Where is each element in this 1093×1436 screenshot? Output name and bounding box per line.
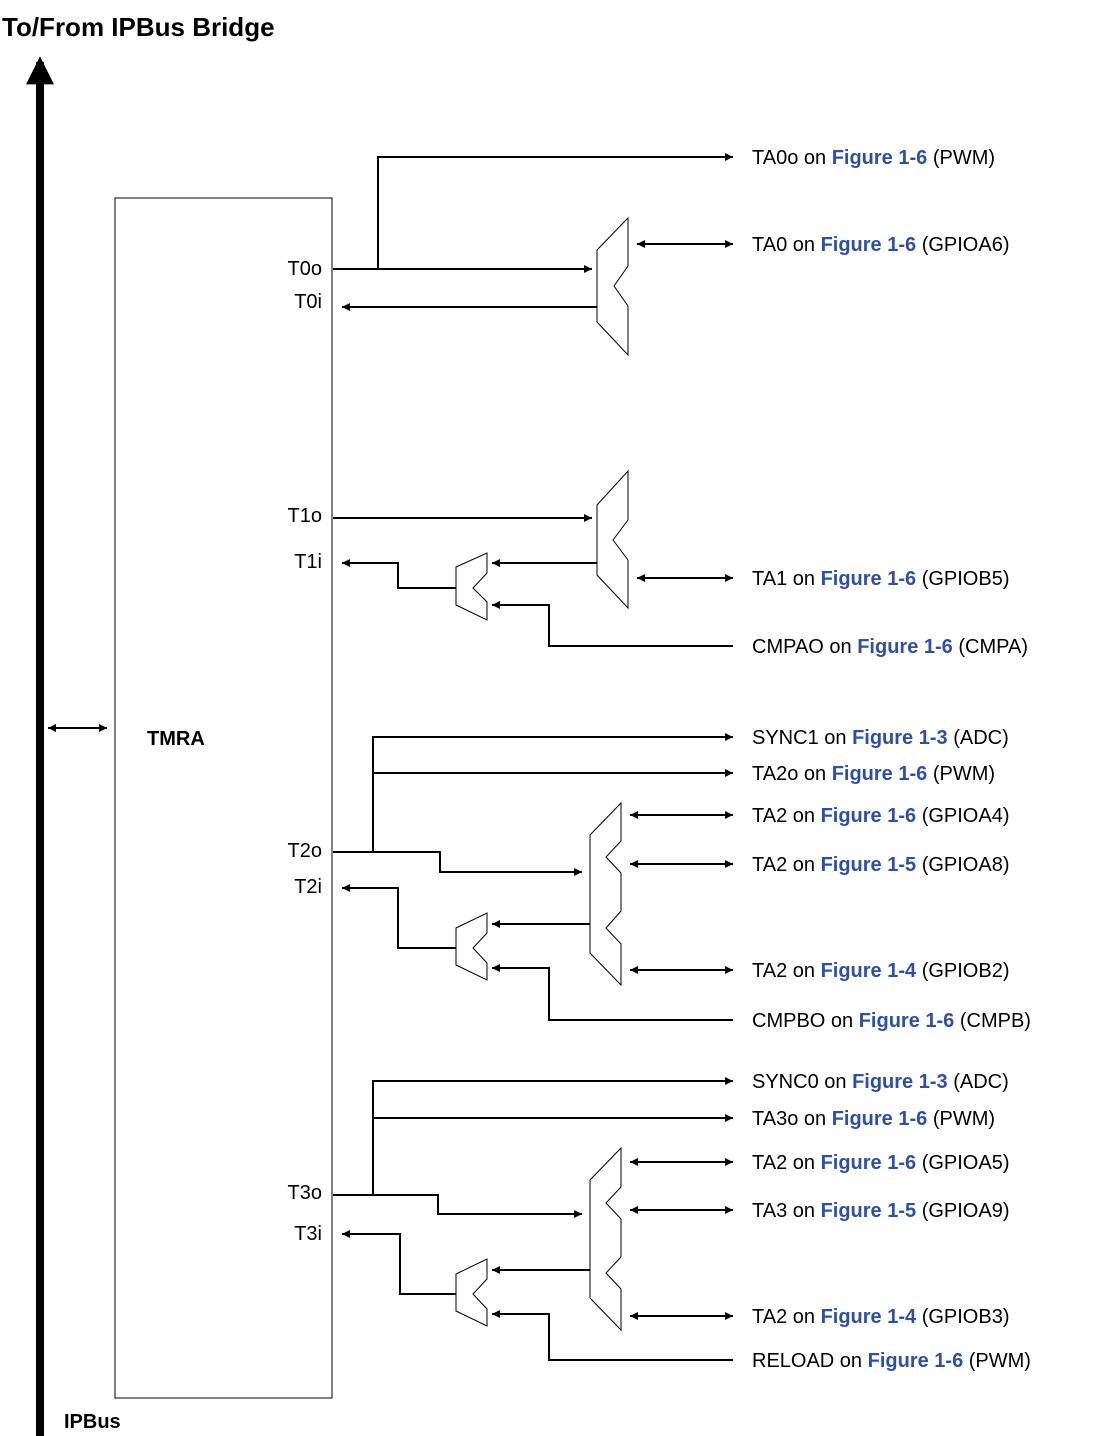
connection-label: TA3 on Figure 1-5 (GPIOA9) [752,1200,1010,1222]
connection-signal: TA2 on [752,854,821,876]
connection-signal: TA3o on [752,1108,832,1130]
connection-target: (GPIOA6) [916,234,1009,256]
connection-signal: TA2 on [752,1306,821,1328]
connection-target: (CMPB) [954,1010,1031,1032]
mux-t2-in [455,912,488,981]
connection-target: (GPIOA5) [916,1152,1009,1174]
connection-target: (GPIOA9) [916,1200,1009,1222]
connection-label: SYNC0 on Figure 1-3 (ADC) [752,1071,1009,1093]
connection-signal: CMPBO on [752,1010,859,1032]
timer3-wiring [333,1077,733,1361]
connection-target: (GPIOB2) [916,960,1009,982]
connection-signal: TA0o on [752,147,832,169]
connection-label: RELOAD on Figure 1-6 (PWM) [752,1350,1031,1372]
figure-link[interactable]: Figure 1-6 [821,1152,917,1174]
connection-label: TA2 on Figure 1-6 (GPIOA5) [752,1152,1010,1174]
timer2-wiring [333,733,733,1021]
connection-signal: TA0 on [752,234,821,256]
pin-label: T2o [288,840,322,862]
figure-link[interactable]: Figure 1-6 [821,805,917,827]
connection-signal: RELOAD on [752,1350,868,1372]
timer1-wiring [333,469,733,647]
connection-target: (ADC) [948,1071,1009,1093]
mux-t3-io [589,1146,622,1332]
connection-label: TA2 on Figure 1-6 (GPIOA4) [752,805,1010,827]
connection-label: CMPBO on Figure 1-6 (CMPB) [752,1010,1031,1032]
mux-t0 [596,216,629,357]
connection-target: (CMPA) [953,636,1028,658]
connection-label: SYNC1 on Figure 1-3 (ADC) [752,727,1009,749]
connection-label: TA3o on Figure 1-6 (PWM) [752,1108,995,1130]
mux-t2-io [589,801,622,987]
figure-link[interactable]: Figure 1-6 [821,568,917,590]
connection-label: TA0 on Figure 1-6 (GPIOA6) [752,234,1010,256]
connection-label: TA2 on Figure 1-4 (GPIOB2) [752,960,1010,982]
figure-link[interactable]: Figure 1-6 [859,1010,955,1032]
pin-label: T1o [288,505,322,527]
connection-target: (PWM) [927,147,995,169]
figure-link[interactable]: Figure 1-4 [821,1306,917,1328]
connection-target: (PWM) [927,1108,995,1130]
connection-signal: TA2 on [752,805,821,827]
bus-label: IPBus [64,1411,121,1433]
connection-signal: CMPAO on [752,636,857,658]
pin-label: T1i [294,551,322,573]
figure-link[interactable]: Figure 1-6 [868,1350,964,1372]
module-name: TMRA [147,728,205,750]
connection-signal: TA2o on [752,763,832,785]
connection-target: (GPIOB5) [916,568,1009,590]
pin-label: T0o [288,258,322,280]
connection-label: CMPAO on Figure 1-6 (CMPA) [752,636,1028,658]
connection-label: TA2 on Figure 1-4 (GPIOB3) [752,1306,1010,1328]
pin-label: T0i [294,291,322,313]
figure-link[interactable]: Figure 1-3 [852,1071,948,1093]
figure-link[interactable]: Figure 1-3 [852,727,948,749]
connection-signal: TA2 on [752,960,821,982]
connection-target: (GPIOA4) [916,805,1009,827]
figure-link[interactable]: Figure 1-6 [857,636,953,658]
bridge-label: To/From IPBus Bridge [2,12,275,42]
connection-label: TA1 on Figure 1-6 (GPIOB5) [752,568,1010,590]
pin-label: T3i [294,1223,322,1245]
connection-target: (GPIOA8) [916,854,1009,876]
connection-label: TA0o on Figure 1-6 (PWM) [752,147,995,169]
mux-t3-in [455,1258,488,1327]
pin-label: T3o [288,1182,322,1204]
mux-t1-io [596,469,629,610]
connection-target: (PWM) [927,763,995,785]
pin-label: T2i [294,876,322,898]
connection-label: TA2 on Figure 1-5 (GPIOA8) [752,854,1010,876]
figure-link[interactable]: Figure 1-4 [821,960,917,982]
figure-link[interactable]: Figure 1-6 [821,234,917,256]
figure-link[interactable]: Figure 1-5 [821,854,917,876]
connection-label: TA2o on Figure 1-6 (PWM) [752,763,995,785]
figure-link[interactable]: Figure 1-5 [821,1200,917,1222]
connection-target: (ADC) [948,727,1009,749]
connection-target: (GPIOB3) [916,1306,1009,1328]
figure-link[interactable]: Figure 1-6 [832,763,928,785]
connection-signal: TA2 on [752,1152,821,1174]
connection-target: (PWM) [963,1350,1031,1372]
figure-link[interactable]: Figure 1-6 [832,1108,928,1130]
tmra-block [114,197,333,1399]
connection-signal: SYNC1 on [752,727,852,749]
connection-signal: SYNC0 on [752,1071,852,1093]
mux-t1-in [455,552,488,621]
connection-signal: TA1 on [752,568,821,590]
figure-link[interactable]: Figure 1-6 [832,147,928,169]
connection-signal: TA3 on [752,1200,821,1222]
timer0-wiring [333,153,733,357]
